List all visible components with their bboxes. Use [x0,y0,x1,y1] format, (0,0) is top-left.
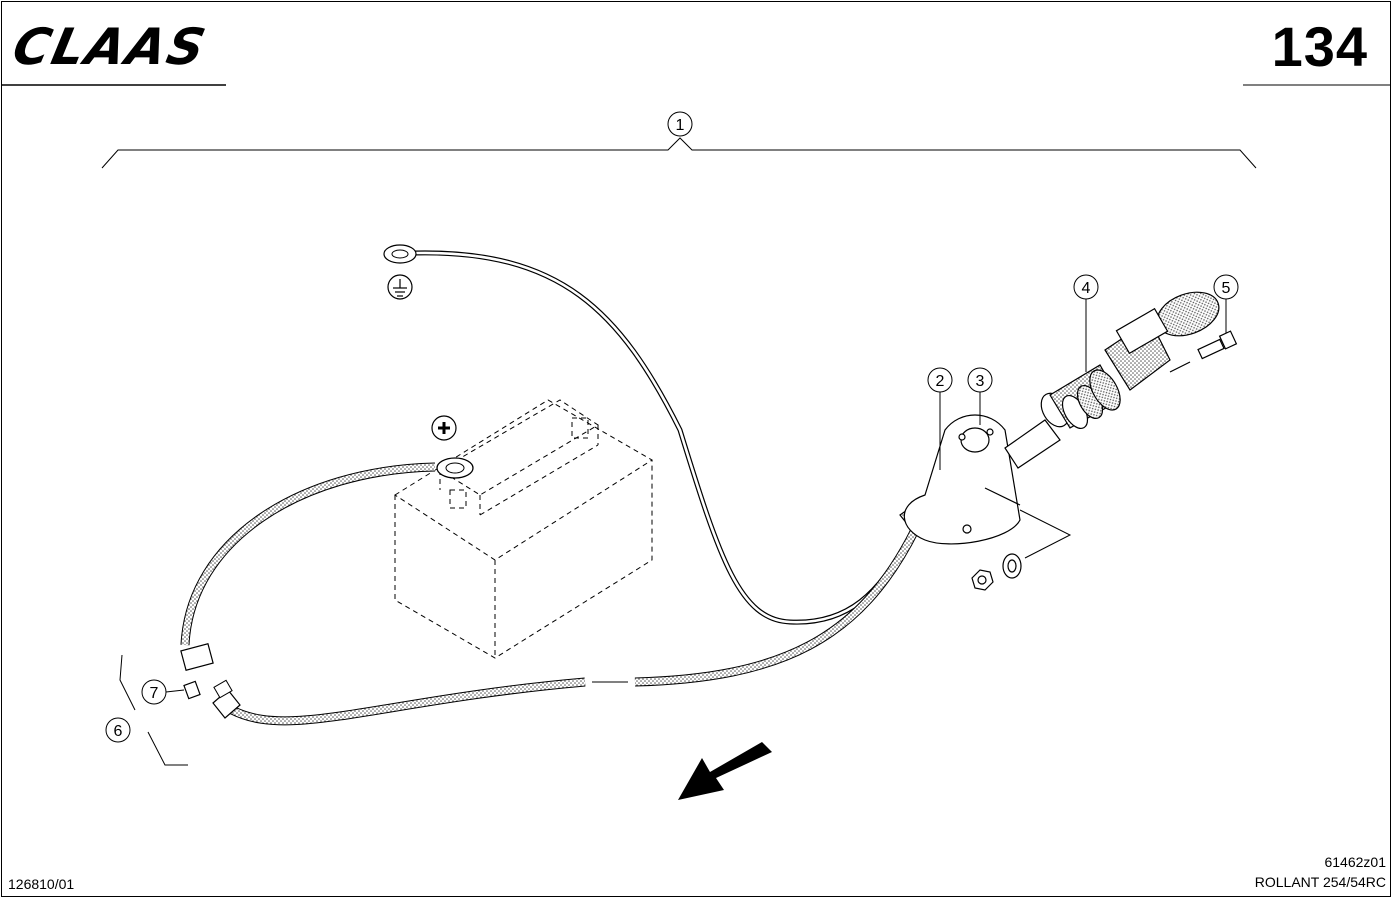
svg-text:7: 7 [150,685,159,702]
ground-cable [383,244,908,625]
figure-code: 61462z01 [1324,854,1386,870]
mounting-plate [903,414,1021,545]
callout-4: 4 [1073,274,1099,300]
callout-1: 1 [667,111,693,137]
nut-and-washer [971,509,1072,591]
direction-arrow [678,742,772,800]
contact-pin [183,680,201,700]
callout-6-leaders [119,654,188,766]
supply-cable [212,527,920,726]
callout-leaders [165,299,1227,693]
svg-text:4: 4 [1082,280,1091,297]
ground-icon [387,274,413,300]
callout-2: 2 [927,367,953,393]
battery-outline [394,399,653,659]
callout-5: 5 [1213,274,1239,300]
claas-logo: CLAAS [8,18,212,76]
svg-text:1: 1 [676,117,685,134]
callout-6: 6 [105,717,131,743]
svg-text:2: 2 [936,373,945,390]
screw [1197,330,1238,360]
footer-info: 61462z01 ROLLANT 254/54RC [1255,852,1386,892]
positive-cable [180,457,474,672]
model-name: ROLLANT 254/54RC [1254,874,1386,890]
assembly-bracket [101,137,1257,169]
callout-7: 7 [141,679,167,705]
svg-text:5: 5 [1222,280,1231,297]
svg-text:CLAAS: CLAAS [8,18,212,76]
plus-icon [431,415,457,441]
socket-connector [1004,291,1220,469]
document-code: 126810/01 [8,876,75,892]
callout-3: 3 [967,367,993,393]
svg-text:6: 6 [114,723,123,740]
page-number: 134 [1271,15,1368,78]
svg-text:3: 3 [976,373,985,390]
